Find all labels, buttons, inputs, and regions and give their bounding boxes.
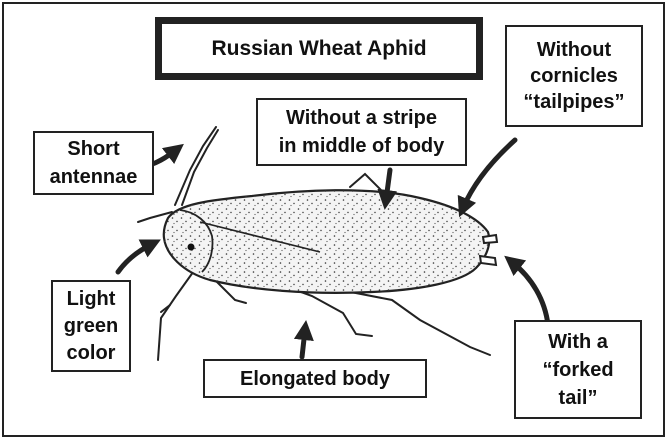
- front-leg: [158, 268, 196, 360]
- label-cornicles: Without cornicles “tailpipes”: [505, 25, 643, 127]
- arrow-elongated: [302, 330, 305, 357]
- diagram-title: Russian Wheat Aphid: [211, 37, 426, 61]
- label-stripe: Without a stripe in middle of body: [256, 98, 467, 166]
- title-box: Russian Wheat Aphid: [155, 17, 483, 80]
- arrow-forked: [512, 262, 548, 325]
- arrow-color: [118, 244, 152, 272]
- label-elongated: Elongated body: [203, 359, 427, 398]
- label-color: Light green color: [51, 280, 131, 372]
- label-forked: With a “forked tail”: [514, 320, 642, 419]
- eye: [188, 244, 195, 251]
- hind-leg: [330, 288, 490, 355]
- label-antennae: Short antennae: [33, 131, 154, 195]
- arrow-cornicles: [463, 140, 515, 208]
